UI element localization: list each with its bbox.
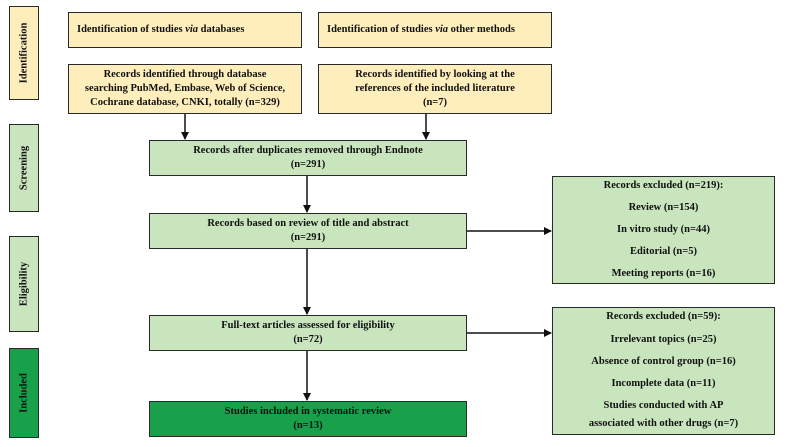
header-databases: Identification of studies via databases [68,12,302,48]
excluded-2-item: Irrelevant topics (n=25) [610,333,717,345]
inc-line-2: (n=13) [293,420,323,431]
header-databases-via: via [185,23,199,35]
box-included: Studies included in systematic review (n… [149,401,467,437]
header-other-methods: Identification of studies via other meth… [318,12,552,48]
excluded-1-item: Editorial (n=5) [630,246,697,258]
header-other-suffix: other methods [448,23,515,35]
phase-included: Included [9,348,39,438]
box-full-text: Full-text articles assessed for eligibil… [149,315,467,351]
inc-line-1: Studies included in systematic review [224,405,392,417]
box-excluded-screening: Records excluded (n=219): Review (n=154)… [552,176,775,284]
header-databases-prefix: Identification of studies [77,23,186,35]
box-excluded-eligibility: Records excluded (n=59): Irrelevant topi… [552,307,775,435]
excluded-1-item: Review (n=154) [628,201,699,213]
box-database-records: Records identified through database sear… [68,64,302,114]
phase-identification: Identification [9,6,39,100]
dup-line-1: Records after duplicates removed through… [193,144,423,156]
ref-line-3: (n=7) [422,97,448,109]
box-title-abstract: Records based on review of title and abs… [149,213,467,249]
excluded-1-item: In vitro study (n=44) [616,223,710,235]
ref-line-1: Records identified by looking at the [355,68,515,80]
header-databases-text: Identification of studies via databases [77,23,244,37]
excluded-2-item: Absence of control group (n=16) [591,355,736,367]
phase-eligibility: Eligibility [9,236,39,332]
excluded-1-title: Records excluded (n=219): [603,179,724,191]
db-line-1: Records identified through database [103,68,267,80]
header-other-text: Identification of studies via other meth… [327,23,515,37]
excluded-2-item: Incomplete data (n=11) [611,378,716,389]
phase-screening: Screening [9,124,39,212]
ta-line-1: Records based on review of title and abs… [207,217,409,229]
dup-line-2: (n=291) [290,159,326,170]
db-line-2: searching PubMed, Embase, Web of Science… [84,82,286,94]
header-other-prefix: Identification of studies [327,23,436,35]
excluded-2-item: Studies conducted with AP [603,400,724,412]
header-databases-suffix: databases [198,23,245,35]
ta-line-2: (n=291) [290,232,326,243]
header-other-via: via [435,23,449,35]
db-line-3: Cochrane database, CNKI, totally (n=329) [90,97,280,109]
box-reference-records: Records identified by looking at the ref… [318,64,552,114]
box-after-duplicates: Records after duplicates removed through… [149,140,467,176]
excluded-1-item: Meeting reports (n=16) [611,268,716,280]
ref-line-2: references of the included literature [355,82,515,94]
excluded-2-item: associated with other drugs (n=7) [588,418,739,430]
excluded-2-title: Records excluded (n=59): [606,311,721,323]
ft-line-1: Full-text articles assessed for eligibil… [221,319,395,331]
ft-line-2: (n=72) [293,334,323,345]
